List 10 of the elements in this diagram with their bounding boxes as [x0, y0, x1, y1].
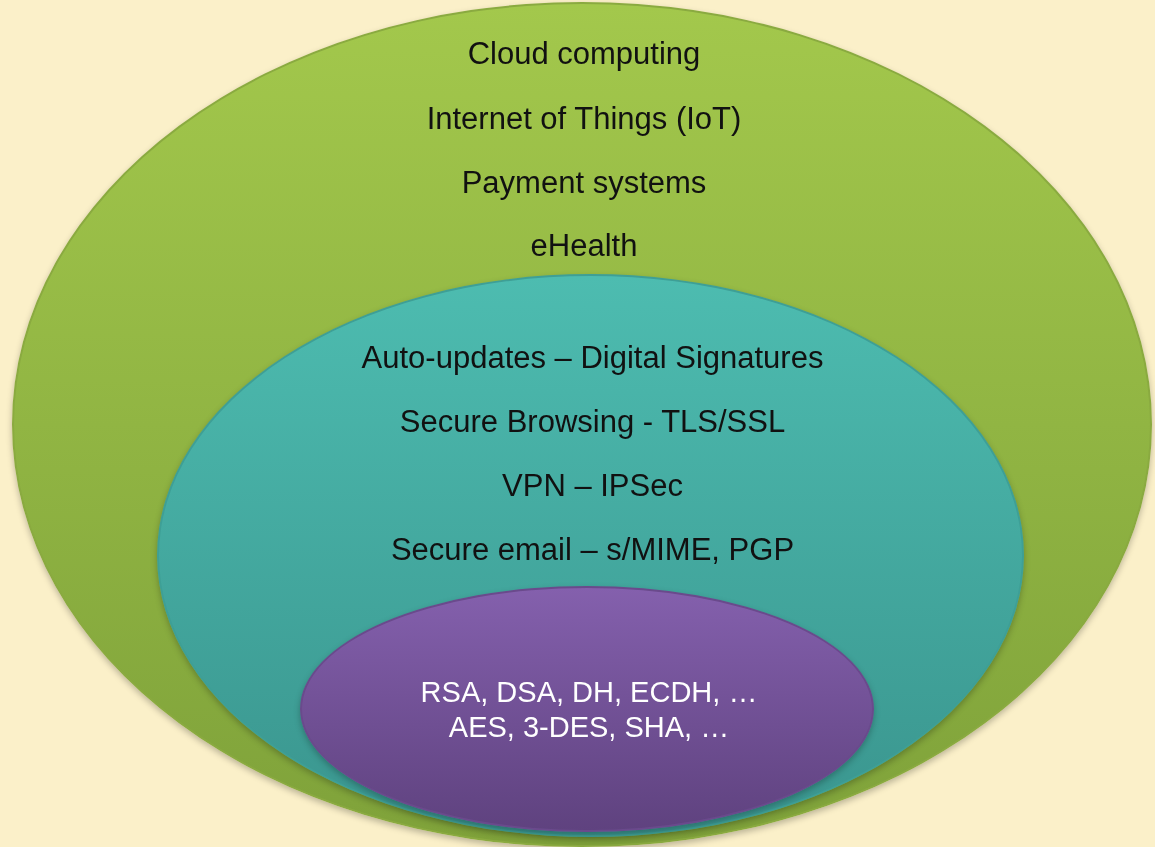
region-label: Payment systems — [461, 165, 707, 201]
region-label: Auto-updates – Digital Signatures — [361, 340, 824, 376]
region-label: eHealth — [530, 228, 638, 264]
region-label: RSA, DSA, DH, ECDH, … — [420, 676, 758, 710]
region-label: AES, 3-DES, SHA, … — [448, 711, 730, 745]
region-label: VPN – IPSec — [502, 468, 683, 504]
region-label: Internet of Things (IoT) — [426, 101, 742, 137]
region-label: Secure Browsing - TLS/SSL — [399, 404, 786, 440]
region-label: Cloud computing — [467, 36, 701, 72]
region-label: Secure email – s/MIME, PGP — [390, 532, 795, 568]
